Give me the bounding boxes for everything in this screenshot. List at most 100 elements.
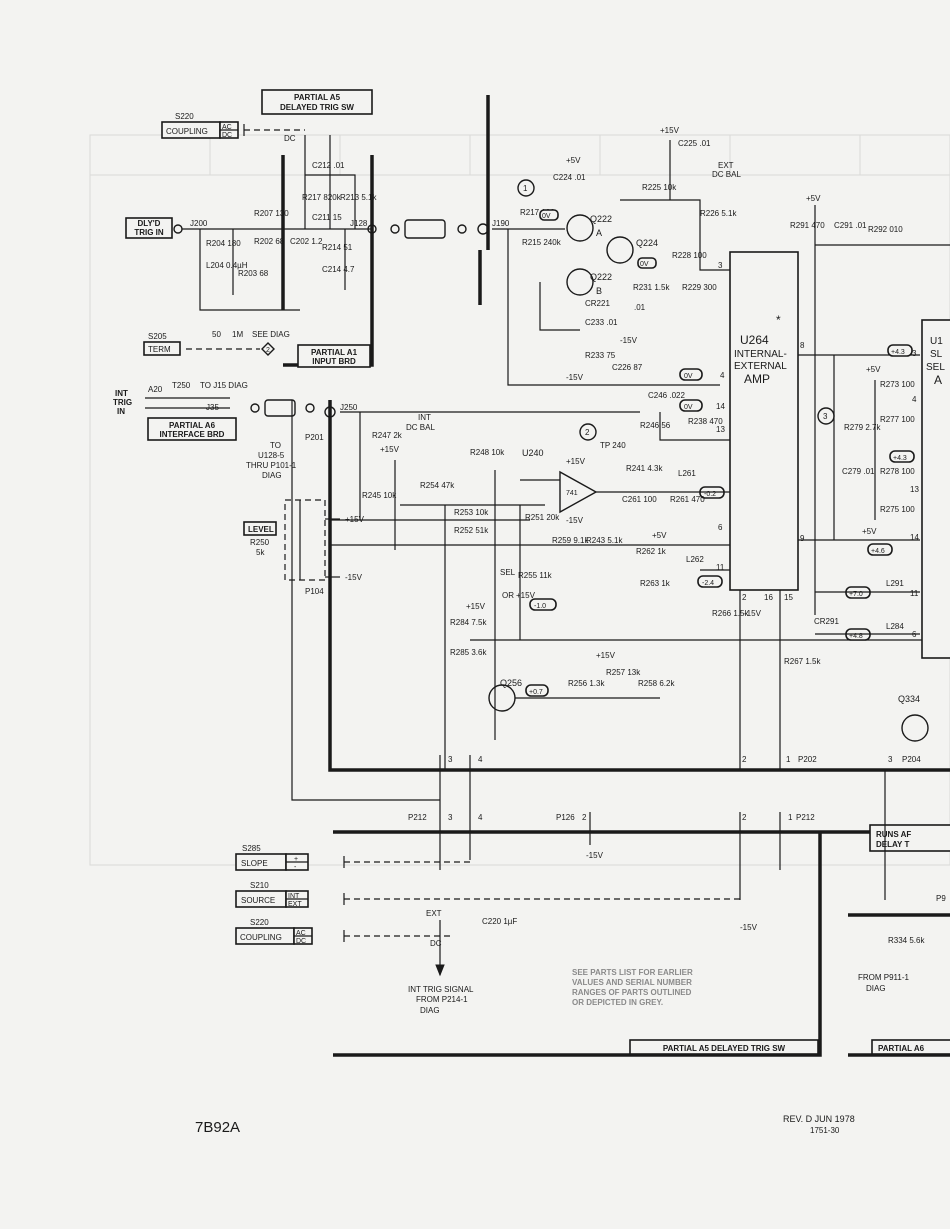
c225-label: C225 .01 bbox=[678, 139, 711, 148]
v-p43a: +4.3 bbox=[891, 349, 905, 356]
int-trig-signal-line1: INT TRIG SIGNAL bbox=[408, 985, 474, 994]
ur-pin13: 13 bbox=[910, 485, 919, 494]
partial-a5-top-label: PARTIAL A5 DELAYED TRIG SW bbox=[261, 89, 373, 115]
ur-pin4: 4 bbox=[912, 395, 917, 404]
dlyd-trig-line2: TRIG IN bbox=[134, 228, 164, 237]
conn-3c: 3 bbox=[448, 813, 453, 822]
u264-pin13: 13 bbox=[716, 425, 725, 434]
r204-label: R204 180 bbox=[206, 239, 241, 248]
r253-label: R253 10k bbox=[454, 508, 489, 517]
note-line1: SEE PARTS LIST FOR EARLIER bbox=[572, 968, 693, 977]
u240-ref: U240 bbox=[522, 448, 544, 458]
switch-s220-top: S220 COUPLING AC DC DC bbox=[161, 112, 305, 143]
conn-3a: 3 bbox=[448, 755, 453, 764]
s210-opt2: EXT bbox=[288, 901, 302, 908]
u264-pin8: 8 bbox=[800, 341, 805, 350]
conn-2a: 2 bbox=[742, 755, 747, 764]
runs-after-label: RUNS AF DELAY T bbox=[869, 824, 950, 852]
conn-4a: 4 bbox=[478, 755, 483, 764]
c220-label: C220 1µF bbox=[482, 917, 517, 926]
r257-label: R257 13k bbox=[606, 668, 641, 677]
c211-label: C211 15 bbox=[312, 213, 342, 222]
board-outlines bbox=[281, 95, 950, 1057]
ext-plus15: +15V bbox=[660, 126, 680, 135]
model-number: 7B92A bbox=[195, 1119, 240, 1136]
ext-dc-bal-line1: EXT bbox=[718, 161, 734, 170]
j128-label: J128 bbox=[350, 219, 368, 228]
q222a-label: Q222 bbox=[590, 214, 612, 224]
level-ref: R250 bbox=[250, 538, 270, 547]
from-p911-line1: FROM P911-1 bbox=[858, 973, 910, 982]
u-right-line3: SEL bbox=[926, 362, 945, 373]
r246-label: R246 56 bbox=[640, 421, 671, 430]
partial-a1-line2: INPUT BRD bbox=[312, 357, 356, 366]
p126-minus15: -15V bbox=[586, 851, 604, 860]
to-u128-line1: TO bbox=[270, 441, 281, 450]
r291-network: +5V R291 470 C291 .01 R292 010 CR291 3 bbox=[790, 194, 950, 626]
partial-a6-left-label: PARTIAL A6 INTERFACE BRD bbox=[147, 417, 237, 441]
cr221-label: CR221 bbox=[585, 299, 610, 308]
u-right-line4: A bbox=[934, 373, 942, 387]
r291-label: R291 470 bbox=[790, 221, 825, 230]
r275-label: R275 100 bbox=[880, 505, 915, 514]
r247-label: R247 2k bbox=[372, 431, 403, 440]
v0-b: 0V bbox=[640, 261, 649, 268]
conn-4c: 4 bbox=[478, 813, 483, 822]
s220-top-opt2: DC bbox=[222, 132, 232, 139]
r292-label: R292 010 bbox=[868, 225, 903, 234]
s220b-opt2: DC bbox=[296, 938, 306, 945]
r256-label: R256 1.3k bbox=[568, 679, 605, 688]
dlyd-trig-input: DLY'D TRIG IN J200 R207 130 R202 68 R204… bbox=[125, 135, 377, 311]
r278-label: R278 100 bbox=[880, 467, 915, 476]
q334-label: Q334 bbox=[898, 694, 920, 704]
badge-3: 3 bbox=[823, 412, 828, 421]
s285-name: SLOPE bbox=[241, 859, 268, 868]
ladder-plus5: +5V bbox=[866, 365, 881, 374]
v-p46: +4.6 bbox=[871, 548, 885, 555]
q256-plus15: +15V bbox=[596, 651, 616, 660]
c291-label: C291 .01 bbox=[834, 221, 867, 230]
runs-after-line2: DELAY T bbox=[876, 840, 909, 849]
q256-stage: +15V R284 7.5k R285 3.6k Q256 +0.7 +15V … bbox=[450, 602, 950, 712]
level-minus15: -15V bbox=[345, 573, 363, 582]
r284-label: R284 7.5k bbox=[450, 618, 487, 627]
u264-pin9: 9 bbox=[800, 534, 805, 543]
r261-label: R261 470 bbox=[670, 495, 705, 504]
r217-label: R217 820k bbox=[302, 193, 342, 202]
int-dc-bal-line1: INT bbox=[418, 413, 431, 422]
u240-badge: 2 bbox=[585, 428, 590, 437]
s205-ref: S205 bbox=[148, 332, 167, 341]
s285-opt1: + bbox=[294, 856, 298, 863]
s210-minus15: -15V bbox=[740, 923, 758, 932]
j200-label: J200 bbox=[190, 219, 208, 228]
dcp-label: DC bbox=[430, 939, 442, 948]
int-trig-signal-label: INT TRIG SIGNAL FROM P214-1 DIAG bbox=[408, 985, 474, 1015]
u264-input-network: C246 .022 R246 56 R238 470 R241 4.3k L26… bbox=[622, 391, 821, 666]
r267-label: R267 1.5k bbox=[784, 657, 821, 666]
c224-label: C224 .01 bbox=[553, 173, 586, 182]
r231-label: R231 1.5k bbox=[633, 283, 670, 292]
r238-label: R238 470 bbox=[688, 417, 723, 426]
to-u128-line3: THRU P101-1 bbox=[246, 461, 297, 470]
r226-label: R226 5.1k bbox=[700, 209, 737, 218]
v0-d: 0V bbox=[684, 404, 693, 411]
int-trig-line3: IN bbox=[117, 407, 125, 416]
int-dc-bal: INT DC BAL +15V R245 10k R254 47k R247 2… bbox=[330, 411, 740, 770]
runs-after-line1: RUNS AF bbox=[876, 830, 911, 839]
p9-label: P9 bbox=[936, 894, 946, 903]
partial-a6-left-line2: INTERFACE BRD bbox=[160, 430, 225, 439]
ur-pin11: 11 bbox=[910, 589, 919, 598]
partial-a5-top-line2: DELAYED TRIG SW bbox=[280, 103, 354, 112]
r243-label: R243 5.1k bbox=[586, 536, 623, 545]
ur-pin3: 3 bbox=[912, 349, 917, 358]
s205-50: 50 bbox=[212, 330, 221, 339]
int-dc-bal-line2: DC BAL bbox=[406, 423, 435, 432]
u264-pin16: 16 bbox=[764, 593, 773, 602]
s285-ref: S285 bbox=[242, 844, 261, 853]
revision-code: 1751-30 bbox=[810, 1126, 840, 1135]
q222-minus15: -15V bbox=[566, 373, 584, 382]
r258-label: R258 6.2k bbox=[638, 679, 675, 688]
note-line3: RANGES OF PARTS OUTLINED bbox=[572, 988, 692, 997]
v-m24: -2.4 bbox=[702, 580, 714, 587]
c261-label: C261 100 bbox=[622, 495, 657, 504]
